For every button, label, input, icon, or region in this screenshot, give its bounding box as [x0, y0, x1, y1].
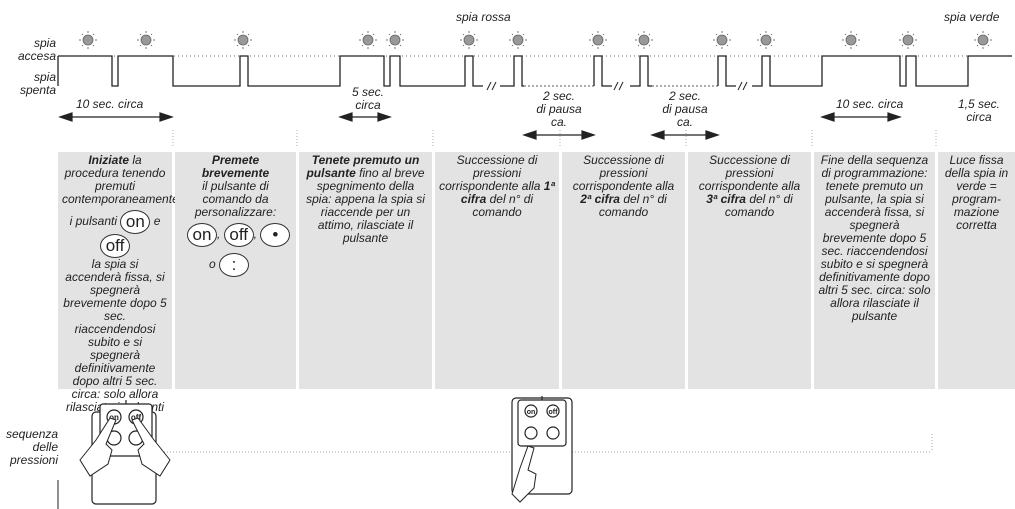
step-strong: Iniziate: [88, 153, 129, 167]
step-strong: Tenete premuto un pulsante: [306, 153, 420, 180]
remote-on-label: on: [527, 409, 536, 416]
sequenza-label: sequenza delle pressioni: [6, 427, 59, 467]
step-text: Luce fissa della spia in verde = program…: [944, 153, 1009, 232]
step-text: del n° di comando: [472, 192, 534, 219]
on-button-icon: on: [120, 210, 151, 234]
step-text: del n° di comando: [598, 192, 667, 219]
spia-accesa-label: spia accesa: [17, 36, 56, 63]
step-text: i pulsanti: [69, 214, 117, 229]
hand-icon: [79, 417, 171, 477]
step-text: il pulsante di comando da personalizzare…: [194, 179, 277, 219]
step-column-6: Successione di pressioni corrispondente …: [688, 152, 811, 389]
step-column-8: Luce fissa della spia in verde = program…: [938, 152, 1015, 389]
step-text: Successione di pressioni corrispondente …: [439, 153, 544, 193]
step-strong: 3ª cifra: [706, 192, 746, 206]
duration-label: 1,5 sec. circa: [957, 97, 1001, 124]
step-text: Successione di pressioni corrispondente …: [698, 153, 801, 193]
step-text: del n° di comando: [724, 192, 793, 219]
spia-spenta-label: spia spenta: [19, 70, 56, 97]
spia-rossa-label: spia rossa: [456, 10, 511, 24]
duration-arrows: [58, 112, 902, 140]
step-strong: 2ª cifra: [580, 192, 620, 206]
on-button-icon: on: [187, 223, 217, 247]
step-column-4: Successione di pressioni corrispondente …: [435, 152, 559, 389]
column-dividers: [172, 130, 937, 148]
duration-label: 10 sec. circa: [76, 97, 144, 111]
duration-label: 10 sec. circa: [836, 97, 904, 111]
step-text: fino al breve spegnimento della spia: ap…: [306, 166, 425, 245]
step-text: Successione di pressioni corrispondente …: [572, 153, 675, 193]
step-column-3: Tenete premuto un pulsante fino al breve…: [299, 152, 432, 389]
timing-diagram: [57, 31, 1012, 148]
signal-waveform: [58, 55, 483, 87]
colon-button-icon: :: [219, 253, 250, 277]
step-column-5: Successione di pressioni corrispondente …: [562, 152, 685, 389]
step-column-7: Fine della sequenza di programmazione: t…: [814, 152, 935, 389]
duration-label: 5 sec. circa: [351, 85, 384, 112]
step-text: Fine della sequenza di programmazione: t…: [818, 153, 931, 323]
off-button-icon: off: [223, 223, 254, 247]
duration-label: 2 sec. di pausa ca.: [662, 89, 708, 129]
duration-label: 2 sec. di pausa ca.: [536, 89, 582, 129]
step-strong: 1ª cifra: [460, 179, 555, 206]
remote-off-label: off: [131, 413, 142, 422]
step-conj: e: [153, 214, 161, 229]
step-text: la procedura tenendo premuti contemporan…: [62, 153, 179, 206]
break-marks: [486, 81, 748, 91]
spia-verde-label: spia verde: [944, 10, 1000, 24]
step-strong: Premete brevemente: [201, 153, 270, 180]
dot-button-icon: •: [260, 223, 291, 247]
remote-off-label: off: [549, 409, 559, 416]
off-button-icon: off: [100, 234, 130, 258]
remote-on-label: on: [109, 413, 119, 422]
step-conj: o: [209, 257, 216, 272]
hand-icon: [511, 445, 537, 503]
bottom-illustrations: on off on off: [57, 396, 933, 509]
step-column-1: Iniziate la procedura tenendo premuti co…: [58, 152, 179, 414]
step-column-2: Premete brevemente il pulsante di comand…: [175, 152, 296, 389]
led-icons: [79, 31, 992, 49]
